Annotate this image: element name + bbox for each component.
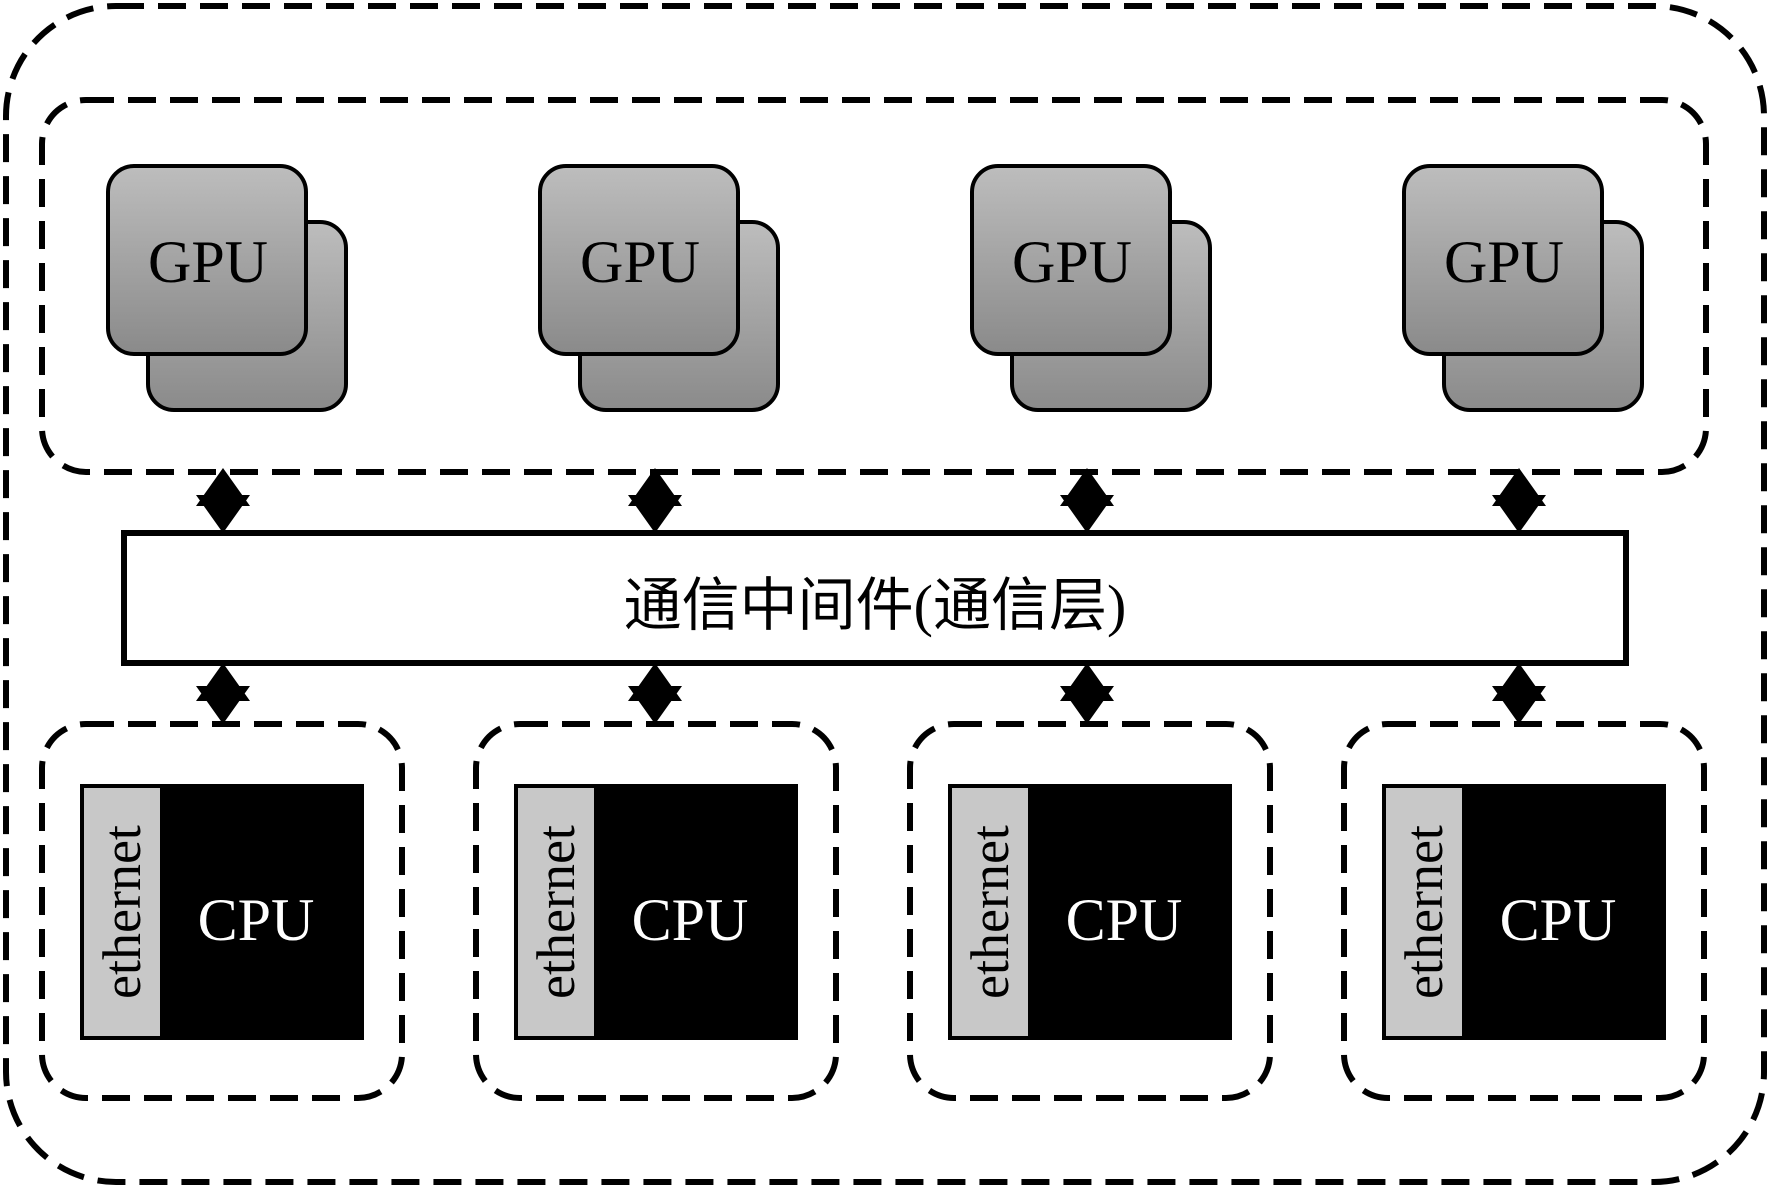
cpu-label: CPU	[1500, 887, 1617, 953]
gpu-link-arrow-icon	[196, 468, 250, 533]
cpu-block	[160, 784, 364, 1040]
cpu-label: CPU	[632, 887, 749, 953]
gpu-group-boundary	[39, 97, 1709, 475]
gpu-label: GPU	[1012, 229, 1132, 295]
ethernet-port	[80, 784, 164, 1040]
cpu-node: ethernet CPU	[907, 721, 1273, 1101]
cpu-link-arrow-icon	[628, 663, 682, 724]
gpu-unit: GPU	[970, 164, 1212, 412]
gpu-card-front	[538, 164, 740, 356]
gpu-unit: GPU	[106, 164, 348, 412]
ethernet-label: ethernet	[526, 825, 586, 999]
outer-system-boundary	[3, 3, 1767, 1185]
gpu-label: GPU	[148, 229, 268, 295]
middleware-layer: 通信中间件(通信层)	[121, 530, 1629, 666]
arrow-layer	[196, 468, 1546, 724]
cpu-label: CPU	[1066, 887, 1183, 953]
gpu-link-arrow-icon	[1492, 468, 1546, 533]
cpu-block	[1462, 784, 1666, 1040]
cpu-block	[1028, 784, 1232, 1040]
cpu-node: ethernet CPU	[473, 721, 839, 1101]
ethernet-port	[948, 784, 1032, 1040]
middleware-bar	[121, 530, 1629, 666]
gpu-unit: GPU	[538, 164, 780, 412]
middleware-label: 通信中间件(通信层)	[624, 573, 1127, 638]
cpu-node-boundary	[907, 721, 1273, 1101]
cpu-block	[594, 784, 798, 1040]
cpu-node-boundary	[473, 721, 839, 1101]
gpu-card-front	[1402, 164, 1604, 356]
ethernet-port	[1382, 784, 1466, 1040]
ethernet-label: ethernet	[1394, 825, 1454, 999]
cpu-node: ethernet CPU	[39, 721, 405, 1101]
gpu-link-arrow-icon	[1060, 468, 1114, 533]
cpu-link-arrow-icon	[1492, 663, 1546, 724]
cpu-node-boundary	[39, 721, 405, 1101]
cpu-node: ethernet CPU	[1341, 721, 1707, 1101]
gpu-layer: GPU GPU GPU GPU	[106, 164, 1644, 412]
cpu-link-arrow-icon	[1060, 663, 1114, 724]
gpu-label: GPU	[1444, 229, 1564, 295]
gpu-card-front	[106, 164, 308, 356]
ethernet-label: ethernet	[92, 825, 152, 999]
cpu-link-arrow-icon	[196, 663, 250, 724]
gpu-link-arrow-icon	[628, 468, 682, 533]
cpu-label: CPU	[198, 887, 315, 953]
cpu-node-boundary	[1341, 721, 1707, 1101]
gpu-unit: GPU	[1402, 164, 1644, 412]
gpu-card-front	[970, 164, 1172, 356]
ethernet-label: ethernet	[960, 825, 1020, 999]
gpu-label: GPU	[580, 229, 700, 295]
